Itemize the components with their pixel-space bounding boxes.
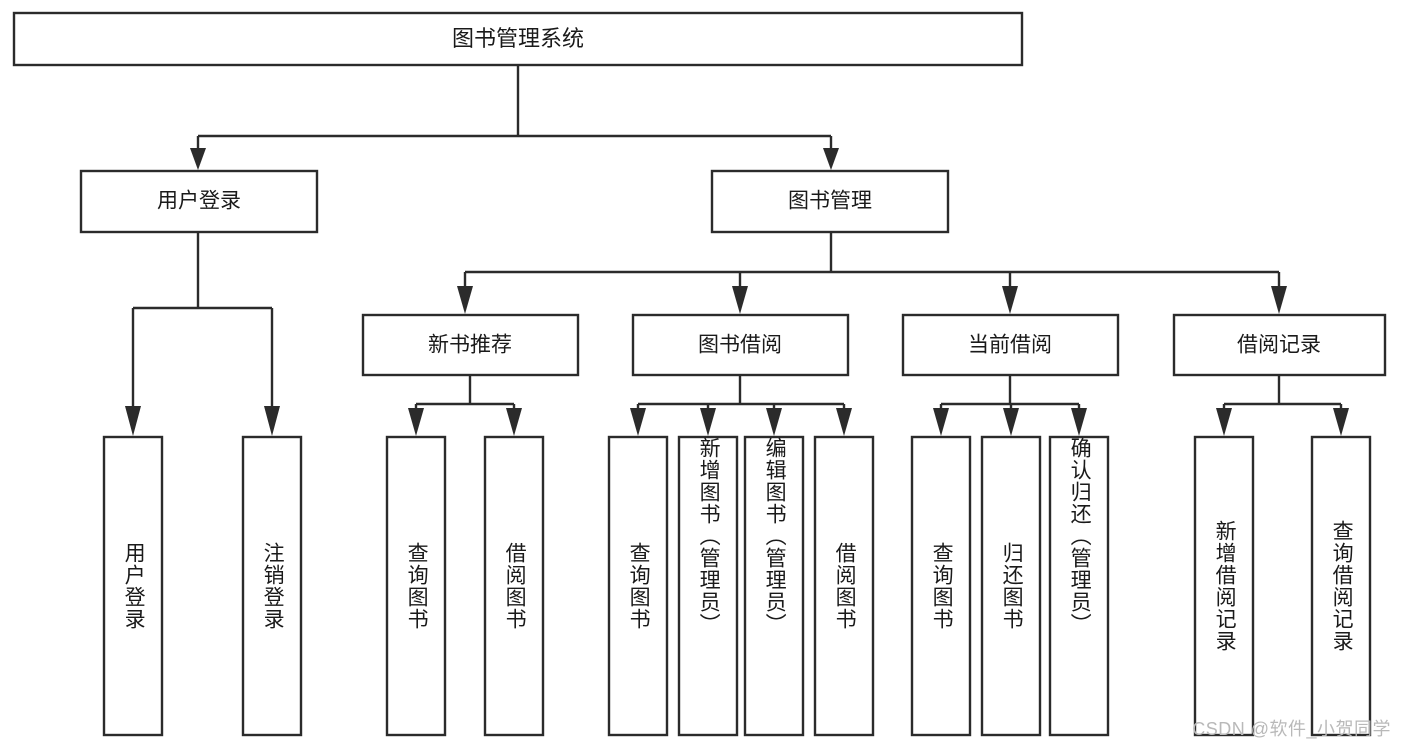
arrow-head-icon: [1333, 408, 1349, 436]
leaf-box-borrow-book-1[interactable]: [483, 435, 545, 737]
connectors-book-manage-to-level3: [457, 232, 1287, 314]
connectors-newbook-to-leaves: [408, 375, 522, 436]
leaf-box-confirm-return[interactable]: [1048, 435, 1110, 737]
leaf-box-logout[interactable]: [241, 435, 303, 737]
node-borrow-records[interactable]: 借阅记录: [1172, 313, 1387, 377]
watermark-text: CSDN @软件_小贺同学: [1192, 719, 1391, 739]
connectors-borrow-to-leaves: [630, 375, 852, 436]
arrow-head-icon: [190, 148, 206, 170]
arrow-head-icon: [264, 406, 280, 436]
node-root[interactable]: 图书管理系统: [12, 11, 1024, 67]
node-book-borrow-box[interactable]: [631, 313, 850, 377]
node-book-borrow[interactable]: 图书借阅: [631, 313, 850, 377]
leaf-box-edit-book[interactable]: [743, 435, 805, 737]
node-user-login[interactable]: 用户登录: [79, 169, 319, 234]
arrow-head-icon: [630, 408, 646, 436]
node-current-borrow[interactable]: 当前借阅: [901, 313, 1120, 377]
arrow-head-icon: [766, 408, 782, 436]
arrow-head-icon: [1216, 408, 1232, 436]
leaf-box-user-login[interactable]: [102, 435, 164, 737]
connectors-current-to-leaves: [933, 375, 1087, 436]
arrow-head-icon: [1071, 408, 1087, 436]
node-current-borrow-label: 当前借阅: [968, 334, 1052, 357]
node-new-book-recommend[interactable]: 新书推荐: [361, 313, 580, 377]
node-current-borrow-box[interactable]: [901, 313, 1120, 377]
node-root-box[interactable]: [12, 11, 1024, 67]
arrow-head-icon: [125, 406, 141, 436]
leaf-box-query-record[interactable]: [1310, 435, 1372, 737]
arrow-head-icon: [1003, 408, 1019, 436]
node-root-label: 图书管理系统: [452, 26, 584, 51]
node-book-borrow-label: 图书借阅: [698, 334, 782, 357]
node-book-management[interactable]: 图书管理: [710, 169, 950, 234]
arrow-head-icon: [732, 286, 748, 314]
leaf-box-query-book-2[interactable]: [607, 435, 669, 737]
leaf-box-add-record[interactable]: [1193, 435, 1255, 737]
node-user-login-label: 用户登录: [157, 190, 241, 213]
leaf-box-query-book-1[interactable]: [385, 435, 447, 737]
node-new-book-recommend-box[interactable]: [361, 313, 580, 377]
node-borrow-records-label: 借阅记录: [1237, 334, 1321, 357]
leaf-box-borrow-book-2[interactable]: [813, 435, 875, 737]
arrow-head-icon: [1002, 286, 1018, 314]
arrow-head-icon: [823, 148, 839, 170]
leaf-box-return-book[interactable]: [980, 435, 1042, 737]
leaf-box-add-book[interactable]: [677, 435, 739, 737]
node-new-book-recommend-label: 新书推荐: [428, 334, 512, 357]
connectors-records-to-leaves: [1216, 375, 1349, 436]
arrow-head-icon: [457, 286, 473, 314]
arrow-head-icon: [506, 408, 522, 436]
node-borrow-records-box[interactable]: [1172, 313, 1387, 377]
node-book-management-box[interactable]: [710, 169, 950, 234]
connectors-level1-to-level2: [190, 65, 839, 170]
arrow-head-icon: [408, 408, 424, 436]
connectors-user-login-to-leaves: [125, 232, 280, 436]
node-user-login-box[interactable]: [79, 169, 319, 234]
arrow-head-icon: [836, 408, 852, 436]
leaf-box-query-book-3[interactable]: [910, 435, 972, 737]
node-book-management-label: 图书管理: [788, 190, 872, 213]
arrow-head-icon: [933, 408, 949, 436]
arrow-head-icon: [700, 408, 716, 436]
arrow-head-icon: [1271, 286, 1287, 314]
